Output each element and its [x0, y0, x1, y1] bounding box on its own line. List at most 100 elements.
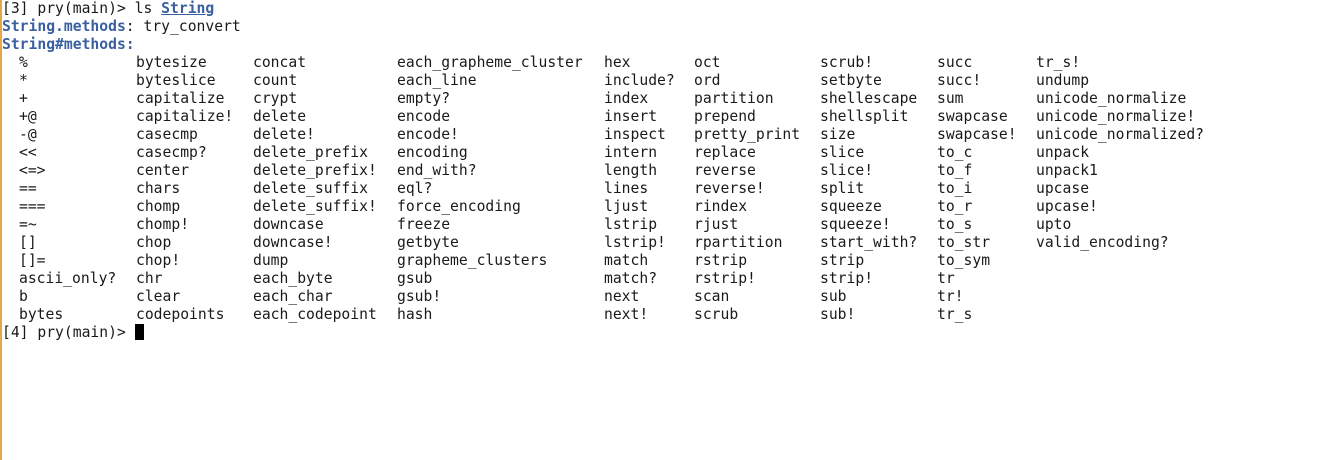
- method-item: dump: [253, 252, 289, 269]
- method-item: unpack1: [1036, 162, 1098, 179]
- method-item: scan: [694, 288, 730, 305]
- method-item: tr!: [937, 288, 964, 305]
- method-item: unicode_normalize!: [1036, 108, 1196, 125]
- method-item: casecmp?: [136, 144, 207, 161]
- method-item: squeeze: [820, 198, 882, 215]
- method-item: ascii_only?: [19, 270, 117, 287]
- method-item: match?: [604, 270, 658, 287]
- method-item: oct: [694, 54, 721, 71]
- method-item: unpack: [1036, 144, 1090, 161]
- method-item: crypt: [253, 90, 298, 107]
- method-item: to_f: [937, 162, 973, 179]
- method-item: sub!: [820, 306, 856, 323]
- method-item: delete!: [253, 126, 315, 143]
- method-item: tr: [937, 270, 955, 287]
- method-item: swapcase: [937, 108, 1008, 125]
- method-item: partition: [694, 90, 774, 107]
- method-item: each_byte: [253, 270, 333, 287]
- method-item: force_encoding: [397, 198, 521, 215]
- method-item: next: [604, 288, 640, 305]
- method-item: start_with?: [820, 234, 918, 251]
- method-item: strip!: [820, 270, 874, 287]
- method-item: shellsplit: [820, 108, 909, 125]
- method-item: hash: [397, 306, 433, 323]
- method-item: eql?: [397, 180, 433, 197]
- text-cursor: [134, 324, 144, 340]
- method-item: upcase!: [1036, 198, 1098, 215]
- method-item: undump: [1036, 72, 1090, 89]
- method-item: size: [820, 126, 856, 143]
- method-item: match: [604, 252, 649, 269]
- method-item: byteslice: [136, 72, 216, 89]
- method-item: to_s: [937, 216, 973, 233]
- method-item: delete_suffix: [253, 180, 368, 197]
- method-item: freeze: [397, 216, 451, 233]
- method-item: rindex: [694, 198, 748, 215]
- method-item: to_i: [937, 180, 973, 197]
- method-item: insert: [604, 108, 658, 125]
- method-item: encode!: [397, 126, 459, 143]
- method-item: %: [19, 54, 28, 71]
- method-item: to_r: [937, 198, 973, 215]
- method-item: delete_prefix: [253, 144, 368, 161]
- method-item: =~: [19, 216, 37, 233]
- method-item: chomp!: [136, 216, 190, 233]
- method-item: tr_s!: [1036, 54, 1081, 71]
- method-item: prepend: [694, 108, 756, 125]
- method-item: []=: [19, 252, 46, 269]
- method-item: downcase: [253, 216, 324, 233]
- prompt-line-current[interactable]: [4] pry(main)>: [2, 324, 144, 342]
- method-item: shellescape: [820, 90, 918, 107]
- method-item: next!: [604, 306, 649, 323]
- method-item: lstrip: [604, 216, 658, 233]
- method-item: length: [604, 162, 658, 179]
- method-item: <=>: [19, 162, 46, 179]
- method-item: upto: [1036, 216, 1072, 233]
- method-item: concat: [253, 54, 307, 71]
- method-item: unicode_normalized?: [1036, 126, 1205, 143]
- method-item: sum: [937, 90, 964, 107]
- method-item: sub: [820, 288, 847, 305]
- method-item: setbyte: [820, 72, 882, 89]
- method-item: +@: [19, 108, 37, 125]
- method-item: -@: [19, 126, 37, 143]
- method-item: succ: [937, 54, 973, 71]
- prompt-prefix: [3] pry(main)>: [2, 0, 135, 17]
- method-item: lines: [604, 180, 649, 197]
- method-item: delete_suffix!: [253, 198, 377, 215]
- command-argument-link[interactable]: String: [161, 0, 215, 17]
- method-item: each_line: [397, 72, 477, 89]
- method-item: ljust: [604, 198, 649, 215]
- method-item: capitalize!: [136, 108, 234, 125]
- method-item: slice: [820, 144, 865, 161]
- prompt-line-ls: [3] pry(main)> ls String: [2, 0, 214, 18]
- method-item: hex: [604, 54, 631, 71]
- method-item: to_str: [937, 234, 991, 251]
- method-item: *: [19, 72, 28, 89]
- method-item: rstrip: [694, 252, 748, 269]
- method-item: getbyte: [397, 234, 459, 251]
- method-item: to_c: [937, 144, 973, 161]
- method-item: empty?: [397, 90, 451, 107]
- method-item: slice!: [820, 162, 874, 179]
- method-item: chr: [136, 270, 163, 287]
- method-item: lstrip!: [604, 234, 666, 251]
- method-item: pretty_print: [694, 126, 801, 143]
- method-item: tr_s: [937, 306, 973, 323]
- method-item: []: [19, 234, 37, 251]
- method-item: reverse!: [694, 180, 765, 197]
- method-item: scrub!: [820, 54, 874, 71]
- method-item: ord: [694, 72, 721, 89]
- method-item: end_with?: [397, 162, 477, 179]
- command-text: ls: [134, 0, 162, 17]
- method-item: split: [820, 180, 865, 197]
- method-item: succ!: [937, 72, 982, 89]
- method-item: inspect: [604, 126, 666, 143]
- method-item: strip: [820, 252, 865, 269]
- method-item: delete: [253, 108, 307, 125]
- method-item: reverse: [694, 162, 756, 179]
- method-item: rpartition: [694, 234, 783, 251]
- method-item: capitalize: [136, 90, 225, 107]
- class-methods-label: String.methods: [2, 18, 126, 35]
